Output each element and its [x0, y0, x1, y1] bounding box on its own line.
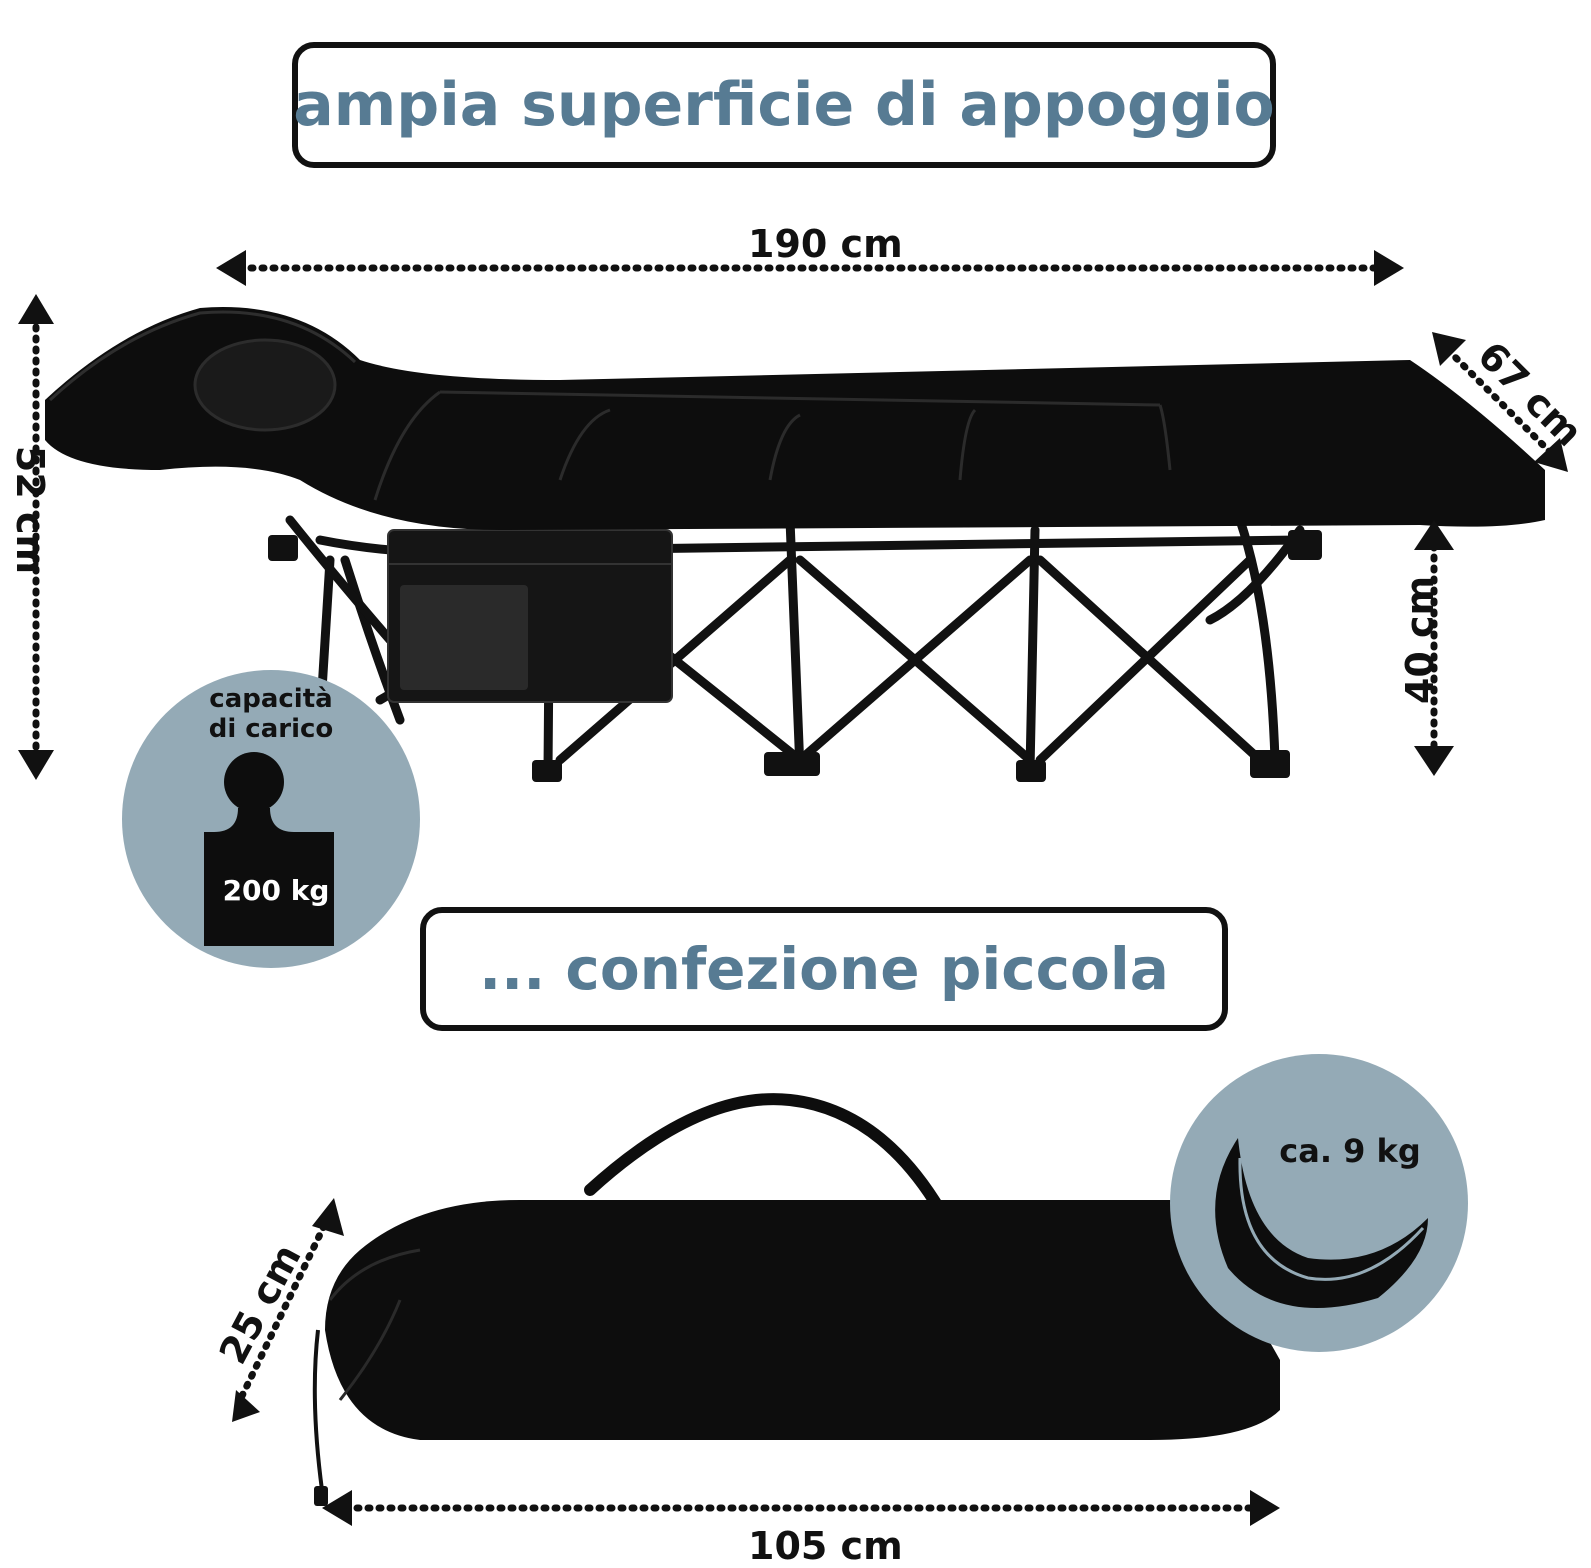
- heading-top: ampia superficie di appoggio: [292, 42, 1276, 168]
- load-capacity-label-1: capacità: [209, 684, 333, 714]
- load-capacity-label-2: di carico: [208, 714, 334, 744]
- heading-top-text: ampia superficie di appoggio: [293, 70, 1275, 140]
- weight-badge: ca. 9 kg: [1170, 1054, 1468, 1352]
- heading-middle-text: ... confezione piccola: [479, 935, 1169, 1003]
- camping-cot-image: [45, 307, 1545, 782]
- length-label: 190 cm: [748, 222, 903, 266]
- load-capacity-badge: capacità di carico 200 kg: [122, 670, 420, 968]
- weight-value: ca. 9 kg: [1279, 1132, 1421, 1170]
- carry-bag-image: [312, 1093, 1280, 1506]
- heading-middle: ... confezione piccola: [420, 907, 1228, 1031]
- leg-height-label: 40 cm: [1398, 575, 1443, 705]
- feather-icon: [1215, 1138, 1428, 1308]
- bag-length-label: 105 cm: [748, 1524, 903, 1568]
- load-capacity-value: 200 kg: [222, 874, 330, 907]
- total-height-label: 52 cm: [8, 445, 53, 575]
- weight-icon: [204, 752, 334, 946]
